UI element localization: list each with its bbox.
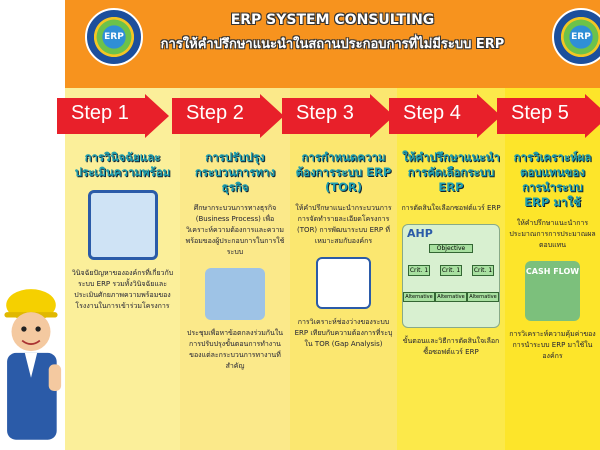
step-heading: การวินิจฉัยและประเมินความพร้อม xyxy=(74,150,171,179)
erp-logo-right: ERP xyxy=(552,8,600,66)
ahp-title: AHP xyxy=(407,227,433,240)
step-label: Step 4 xyxy=(403,102,461,124)
step-description-2: ขั้นตอนและวิธีการตัดสินใจเลือกซื้อซอฟต์แ… xyxy=(402,337,500,356)
red-arrow-icon xyxy=(497,94,600,138)
logo-text: ERP xyxy=(571,32,591,42)
step-column: Step 2 การปรับปรุงกระบวนการทางธุรกิจศึกษา… xyxy=(172,88,290,450)
step-arrow: Step 2 xyxy=(172,94,292,138)
ahp-criterion: Crit. 1 xyxy=(471,265,495,276)
process-flow-icon xyxy=(205,268,265,320)
red-arrow-icon xyxy=(172,94,284,138)
logo-text: ERP xyxy=(104,32,124,42)
step-arrow: Step 4 xyxy=(389,94,509,138)
red-arrow-icon xyxy=(282,94,394,138)
step-label: Step 5 xyxy=(511,102,569,124)
step-label: Step 1 xyxy=(71,102,129,124)
step-description-2: ประชุมเพื่อหาข้อตกลงร่วมกันในการปรับปรุง… xyxy=(186,329,284,370)
step-description: การตัดสินใจเลือกซอฟต์แวร์ ERP xyxy=(401,204,501,212)
step-heading: การปรับปรุงกระบวนการทางธุรกิจ xyxy=(194,150,276,194)
step-description: ศึกษากระบวนการทางธุรกิจ (Business Proces… xyxy=(185,204,285,256)
step-arrow: Step 3 xyxy=(282,94,402,138)
ahp-alternative: Alternative xyxy=(403,292,435,302)
ahp-alternative: Alternative xyxy=(467,292,499,302)
document-magnifier-icon xyxy=(87,190,158,260)
step-description-2: การวิเคราะห์ความคุ้มค่าของการนำระบบ ERP … xyxy=(509,330,596,360)
step-label: Step 3 xyxy=(296,102,354,124)
step-description: ให้คำปรึกษาแนะนำกระบวนการการจัดทำรายละเอ… xyxy=(295,204,392,245)
page-title: ERP SYSTEM CONSULTING xyxy=(230,12,435,28)
step-heading: ให้คำปรึกษาแนะนำการคัดเลือกระบบ ERP xyxy=(402,150,500,194)
ahp-objective: Objective xyxy=(429,244,473,253)
step-arrow: Step 5 xyxy=(497,94,600,138)
step-column: Step 1 การวินิจฉัยและประเมินความพร้อมวินิ… xyxy=(57,88,180,450)
step-description: วินิจฉัยปัญหาขององค์กรที่เกี่ยวกับระบบ E… xyxy=(71,269,174,310)
step-description: ให้คำปรึกษาแนะนำการประมาณการการประมาณผลต… xyxy=(509,219,596,249)
step-label: Step 2 xyxy=(186,102,244,124)
consultant-mascot xyxy=(4,289,62,440)
step-arrow: Step 1 xyxy=(57,94,177,138)
step-column: Step 5 การวิเคราะห์ผลตอบแทนของการนำระบบ E… xyxy=(497,88,600,450)
step-description-2: การวิเคราะห์ช่องว่างของระบบ ERP เทียบกับ… xyxy=(294,318,393,348)
erp-logo-left: ERP xyxy=(85,8,143,66)
cash-flow-icon: CASH FLOW xyxy=(525,261,580,321)
ahp-criterion: Crit. 1 xyxy=(407,265,431,276)
step-heading: การวิเคราะห์ผลตอบแทนของการนำระบบ ERP มาใ… xyxy=(513,150,592,209)
page-subtitle: การให้คำปรึกษาแนะนำในสถานประกอบการที่ไม่… xyxy=(160,37,505,52)
step-column: Step 4 ให้คำปรึกษาแนะนำการคัดเลือกระบบ ER… xyxy=(389,88,505,450)
step-heading: การกำหนดความต้องการระบบ ERP (TOR) xyxy=(295,150,392,194)
red-arrow-icon xyxy=(389,94,501,138)
header-banner: ERP ERP ERP SYSTEM CONSULTING การให้คำปร… xyxy=(65,0,600,88)
red-arrow-icon xyxy=(57,94,169,138)
checklist-icon xyxy=(316,257,371,309)
ahp-alternative: Alternative xyxy=(435,292,467,302)
ahp-criterion: Crit. 1 xyxy=(439,265,463,276)
step-column: Step 3 การกำหนดความต้องการระบบ ERP (TOR) ใ… xyxy=(282,88,397,450)
